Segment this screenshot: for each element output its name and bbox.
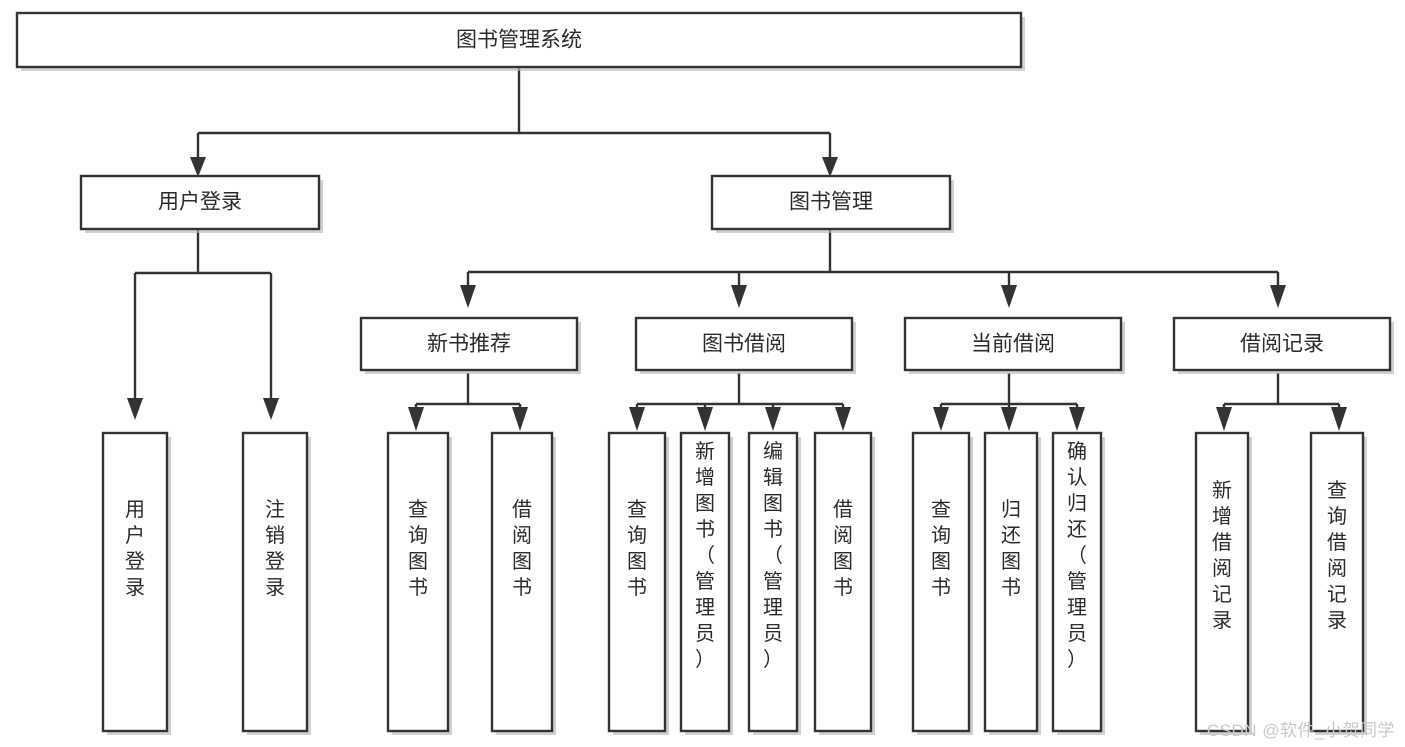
- leaf-borrow-book-1-box[interactable]: [490, 431, 554, 733]
- node-leaf-query-book-2[interactable]: 查询图书: [607, 431, 669, 735]
- leaf-query-book-3-label: 查询图书: [931, 498, 951, 599]
- node-leaf-borrow-book-2[interactable]: 借阅图书: [813, 431, 875, 735]
- user-login-label: 用户登录: [158, 191, 242, 214]
- arrowhead-leaf-query-book-3: [933, 407, 949, 431]
- leaf-query-record-box[interactable]: [1309, 431, 1365, 733]
- arrowhead-leaf-query-book-2: [629, 407, 645, 431]
- leaf-edit-book-label: 编辑图书（管理员）: [763, 440, 783, 671]
- current-borrow-label: 当前借阅: [971, 333, 1055, 356]
- arrowhead-leaf-user-login: [127, 398, 143, 420]
- node-leaf-borrow-book-1[interactable]: 借阅图书: [490, 431, 556, 735]
- node-leaf-confirm-return[interactable]: 确认归还（管理员）: [1051, 431, 1105, 735]
- leaf-query-book-1-label: 查询图书: [408, 498, 428, 599]
- leaf-confirm-return-box[interactable]: [1051, 431, 1103, 733]
- arrowhead-current-borrow: [1001, 285, 1017, 308]
- book-borrow-label: 图书借阅: [702, 333, 786, 356]
- arrowhead-borrow-record: [1270, 285, 1286, 308]
- arrowhead-new-book-recommend: [460, 285, 476, 308]
- leaf-query-book-1-box[interactable]: [386, 431, 450, 733]
- node-leaf-query-book-1[interactable]: 查询图书: [386, 431, 452, 735]
- arrowhead-leaf-query-book-1: [408, 407, 424, 431]
- node-new-book-recommend[interactable]: 新书推荐: [359, 316, 581, 374]
- leaf-query-book-2-label: 查询图书: [627, 498, 647, 599]
- leaf-return-book-box[interactable]: [983, 431, 1039, 733]
- node-leaf-add-record[interactable]: 新增借阅记录: [1194, 431, 1252, 735]
- leaf-borrow-book-2-box[interactable]: [813, 431, 873, 733]
- leaf-return-book-label: 归还图书: [1001, 498, 1021, 599]
- node-borrow-record[interactable]: 借阅记录: [1172, 316, 1394, 374]
- root-label: 图书管理系统: [456, 29, 582, 52]
- leaf-add-record-label: 新增借阅记录: [1212, 479, 1232, 632]
- node-book-borrow[interactable]: 图书借阅: [634, 316, 856, 374]
- node-leaf-user-logout[interactable]: 注销登录: [241, 431, 311, 735]
- leaf-confirm-return-label: 确认归还（管理员）: [1067, 440, 1087, 671]
- current-borrow-box[interactable]: [903, 316, 1123, 372]
- arrowhead-leaf-user-logout: [263, 398, 279, 420]
- node-current-borrow[interactable]: 当前借阅: [903, 316, 1125, 374]
- arrowhead-user-login: [190, 157, 206, 177]
- node-user-login[interactable]: 用户登录: [79, 174, 323, 233]
- leaf-user-login-label: 用户登录: [125, 499, 145, 599]
- leaf-query-book-3-box[interactable]: [911, 431, 971, 733]
- leaf-add-book-box[interactable]: [679, 431, 731, 733]
- arrowhead-leaf-borrow-book-2: [835, 407, 851, 431]
- arrowhead-book-borrow: [731, 285, 747, 308]
- arrowhead-leaf-query-record: [1331, 407, 1347, 431]
- leaf-user-logout-label: 注销登录: [265, 498, 285, 599]
- arrowhead-leaf-borrow-book-1: [512, 407, 528, 431]
- leaf-add-record-box[interactable]: [1194, 431, 1250, 733]
- book-management-label: 图书管理: [789, 191, 873, 214]
- node-leaf-query-book-3[interactable]: 查询图书: [911, 431, 973, 735]
- node-book-management[interactable]: 图书管理: [710, 174, 954, 233]
- leaf-query-record-label: 查询借阅记录: [1327, 479, 1347, 632]
- leaf-edit-book-box[interactable]: [747, 431, 799, 733]
- csdn-watermark: CSDN @软件_小贺同学: [1206, 721, 1395, 740]
- leaf-query-book-2-box[interactable]: [607, 431, 667, 733]
- leaf-user-logout-box[interactable]: [241, 431, 309, 733]
- arrowhead-book-management: [822, 157, 838, 177]
- book-borrow-box[interactable]: [634, 316, 854, 372]
- node-leaf-return-book[interactable]: 归还图书: [983, 431, 1041, 735]
- leaf-borrow-book-1-label: 借阅图书: [512, 498, 532, 599]
- leaf-add-book-label: 新增图书（管理员）: [695, 440, 715, 671]
- user-login-box[interactable]: [79, 174, 321, 231]
- borrow-record-box[interactable]: [1172, 316, 1392, 372]
- arrowhead-leaf-add-record: [1216, 407, 1232, 431]
- arrowhead-leaf-return-book: [1001, 407, 1017, 431]
- new-book-recommend-label: 新书推荐: [427, 333, 511, 356]
- node-leaf-edit-book[interactable]: 编辑图书（管理员）: [747, 431, 801, 735]
- node-leaf-add-book[interactable]: 新增图书（管理员）: [679, 431, 733, 735]
- arrowhead-leaf-add-book: [697, 407, 713, 431]
- node-root[interactable]: 图书管理系统: [15, 11, 1025, 71]
- connector-layer: [127, 68, 1347, 431]
- borrow-record-label: 借阅记录: [1240, 333, 1324, 356]
- leaf-user-login-box[interactable]: [101, 431, 169, 733]
- new-book-recommend-box[interactable]: [359, 316, 579, 372]
- arrowhead-leaf-confirm-return: [1069, 407, 1085, 431]
- node-leaf-user-login[interactable]: 用户登录: [101, 431, 171, 735]
- node-leaf-query-record[interactable]: 查询借阅记录: [1309, 431, 1367, 735]
- leaf-borrow-book-2-label: 借阅图书: [833, 498, 853, 599]
- arrowhead-leaf-edit-book: [765, 407, 781, 431]
- book-management-box[interactable]: [710, 174, 952, 231]
- root-box[interactable]: [15, 11, 1023, 69]
